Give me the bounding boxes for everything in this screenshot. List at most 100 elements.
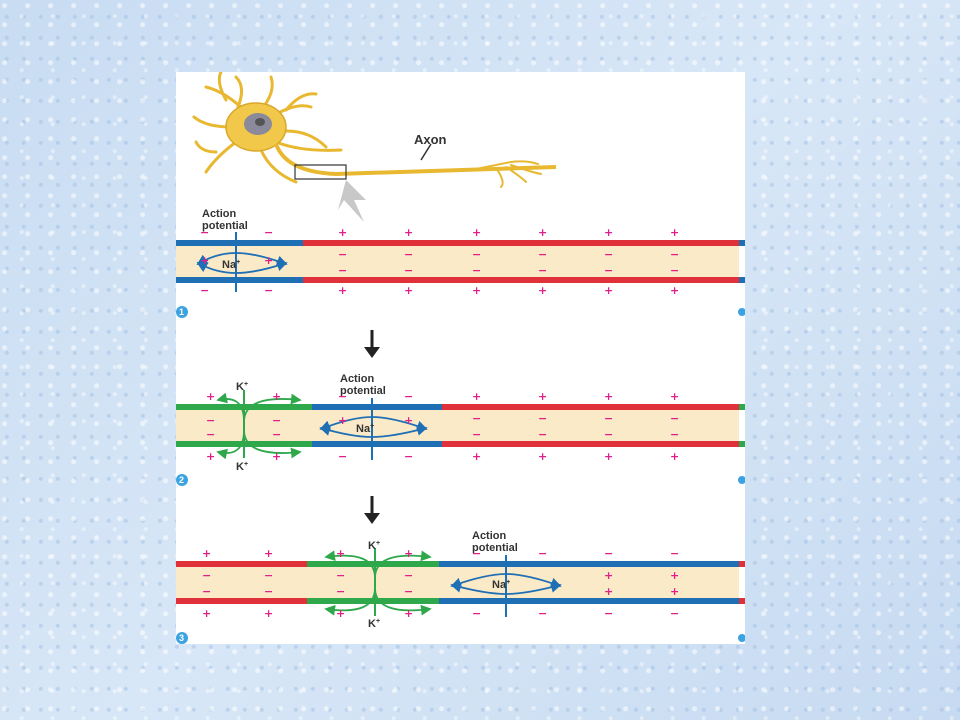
svg-text:+: + [670, 284, 679, 297]
step1-membrane-top-resting [303, 240, 739, 246]
svg-text:+: + [404, 547, 413, 560]
svg-text:−: − [404, 390, 413, 403]
svg-text:−: − [538, 607, 547, 620]
svg-text:+: + [538, 284, 547, 297]
svg-text:+: + [202, 547, 211, 560]
svg-text:+: + [272, 390, 281, 403]
svg-text:−: − [264, 585, 273, 598]
svg-text:+: + [604, 390, 613, 403]
svg-text:−: − [538, 264, 547, 277]
svg-text:+: + [338, 226, 347, 239]
svg-text:−: − [336, 585, 345, 598]
svg-text:−: − [670, 248, 679, 261]
step-2-number: 2 [179, 475, 184, 485]
step2-ap-label-line2: potential [340, 385, 386, 397]
svg-text:−: − [338, 248, 347, 261]
step2-membrane-top-depolarized [312, 404, 442, 410]
svg-text:+: + [336, 607, 345, 620]
svg-text:−: − [202, 585, 211, 598]
step-2-panel: Action potential K+ K+ Na+ ++ −− [176, 373, 745, 486]
svg-text:+: + [404, 414, 413, 427]
step2-charges: ++ −− −− ++ −− ++ −− ++ ++ −− −− −− −− +… [206, 390, 679, 463]
step2-k-bottom-label: K+ [236, 461, 248, 473]
step1-na-label: Na+ [222, 259, 240, 271]
svg-text:−: − [200, 226, 209, 239]
svg-text:+: + [604, 569, 613, 582]
step2-membrane-bottom-depolarized [312, 441, 442, 447]
svg-text:−: − [670, 428, 679, 441]
svg-text:+: + [472, 390, 481, 403]
svg-text:−: − [604, 547, 613, 560]
svg-text:+: + [338, 284, 347, 297]
axon-label: Axon [414, 132, 447, 147]
step1-axon-interior [176, 246, 739, 280]
step2-na-label: Na+ [356, 423, 374, 435]
svg-text:+: + [264, 254, 273, 267]
step1-membrane-bottom-depolarized [176, 277, 303, 283]
svg-text:−: − [670, 264, 679, 277]
down-arrow-icon [364, 330, 380, 358]
svg-text:+: + [472, 226, 481, 239]
svg-text:+: + [272, 450, 281, 463]
svg-text:−: − [472, 264, 481, 277]
svg-text:−: − [200, 284, 209, 297]
svg-text:+: + [206, 450, 215, 463]
step3-membrane-top-depolarized [439, 561, 739, 567]
svg-text:−: − [404, 450, 413, 463]
svg-text:−: − [206, 414, 215, 427]
svg-text:+: + [338, 414, 347, 427]
svg-text:−: − [604, 264, 613, 277]
magnify-pointer-icon [338, 180, 366, 222]
svg-text:−: − [604, 412, 613, 425]
svg-text:−: − [538, 428, 547, 441]
svg-text:−: − [264, 226, 273, 239]
svg-text:−: − [604, 248, 613, 261]
svg-text:−: − [404, 264, 413, 277]
svg-text:−: − [202, 569, 211, 582]
svg-text:−: − [404, 569, 413, 582]
svg-text:+: + [202, 607, 211, 620]
step1-ap-label-line1: Action [202, 208, 237, 220]
svg-text:−: − [404, 248, 413, 261]
magnify-box [294, 164, 347, 180]
svg-text:−: − [538, 248, 547, 261]
svg-text:−: − [472, 607, 481, 620]
action-potential-diagram: Axon Action potential Na+ − − + + − − + +… [176, 72, 745, 644]
step2-axon-interior [176, 410, 739, 444]
step3-na-label: Na+ [492, 579, 510, 591]
svg-text:+: + [538, 390, 547, 403]
step3-ap-label-line2: potential [472, 542, 518, 554]
step1-membrane-top-depolarized [176, 240, 303, 246]
step-3-number: 3 [179, 633, 184, 643]
svg-text:−: − [404, 585, 413, 598]
svg-text:+: + [604, 284, 613, 297]
step1-charges: − − + + − − ++ ++ ++ −− −− −− −− −− −− +… [200, 226, 679, 297]
svg-text:+: + [604, 585, 613, 598]
svg-text:+: + [538, 226, 547, 239]
svg-text:−: − [670, 547, 679, 560]
svg-text:+: + [604, 450, 613, 463]
svg-text:−: − [338, 264, 347, 277]
svg-text:+: + [404, 284, 413, 297]
svg-text:+: + [404, 607, 413, 620]
down-arrow-icon-2 [364, 496, 380, 524]
svg-text:+: + [472, 450, 481, 463]
step1-membrane-bottom-resting [303, 277, 739, 283]
svg-text:+: + [538, 450, 547, 463]
step3-membrane-top-repolarizing [307, 561, 439, 567]
svg-text:+: + [264, 607, 273, 620]
svg-text:−: − [538, 547, 547, 560]
svg-text:+: + [404, 226, 413, 239]
step-3-panel: Action potential K+ K+ Na+ ++ −− [176, 530, 745, 644]
step3-charges: ++ −− −− ++ ++ −− −− ++ −− −− ++ ++ −− −… [202, 547, 679, 620]
step-3-badge [176, 632, 188, 644]
step-1-number: 1 [179, 307, 184, 317]
svg-text:+: + [670, 569, 679, 582]
step-1-badge [176, 306, 188, 318]
svg-text:+: + [336, 547, 345, 560]
svg-text:−: − [338, 450, 347, 463]
step2-membrane-top-resting [442, 404, 739, 410]
step2-membrane-bottom-resting [442, 441, 739, 447]
svg-text:+: + [670, 226, 679, 239]
svg-text:−: − [472, 412, 481, 425]
